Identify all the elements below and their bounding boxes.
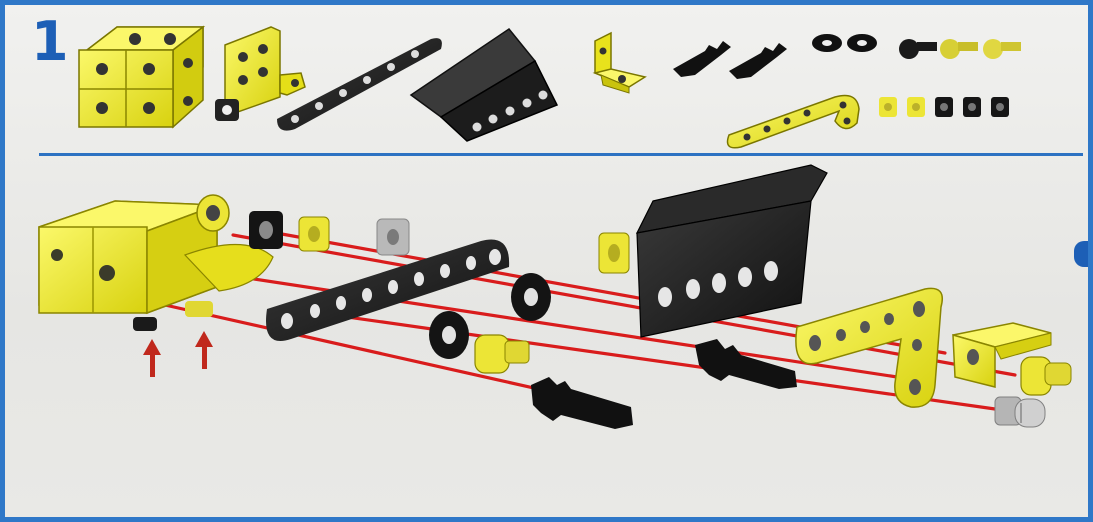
assembly-black-nut [249,211,283,249]
inventory-angle-bracket [595,33,645,93]
inventory-nuts [879,97,1009,117]
inventory-bolts [899,39,1021,59]
insert-arrow-right [195,331,213,369]
assembly-grey-nut [377,219,409,255]
parts-illustration [5,5,1093,522]
assembly-yellow-bolt-right [1021,357,1071,395]
assembly-cube-block [39,195,273,331]
assembly-washer-left [429,311,469,359]
parts-inventory [79,27,1021,148]
inventory-axle-pins [673,41,787,79]
assembly-grey-bolt [995,397,1045,427]
assembly-axle-pin-center [695,339,797,389]
inventory-l-strip [728,96,860,148]
inventory-flat-bracket [215,27,305,121]
assembly-washer-right [511,273,551,321]
inventory-cube-block [79,27,203,127]
assembly-yellow-nut-right [599,233,629,273]
assembly-l-strip [796,288,942,407]
insert-arrow-left [143,339,161,377]
inventory-washers [812,34,877,52]
assembly-axle-pin-bottom [531,377,633,429]
insert-arrows [143,331,213,377]
exploded-assembly [39,165,1071,429]
assembly-yellow-bolt-center [475,335,529,373]
assembly-angled-plate [637,165,827,337]
assembly-yellow-nut-left [299,217,329,251]
